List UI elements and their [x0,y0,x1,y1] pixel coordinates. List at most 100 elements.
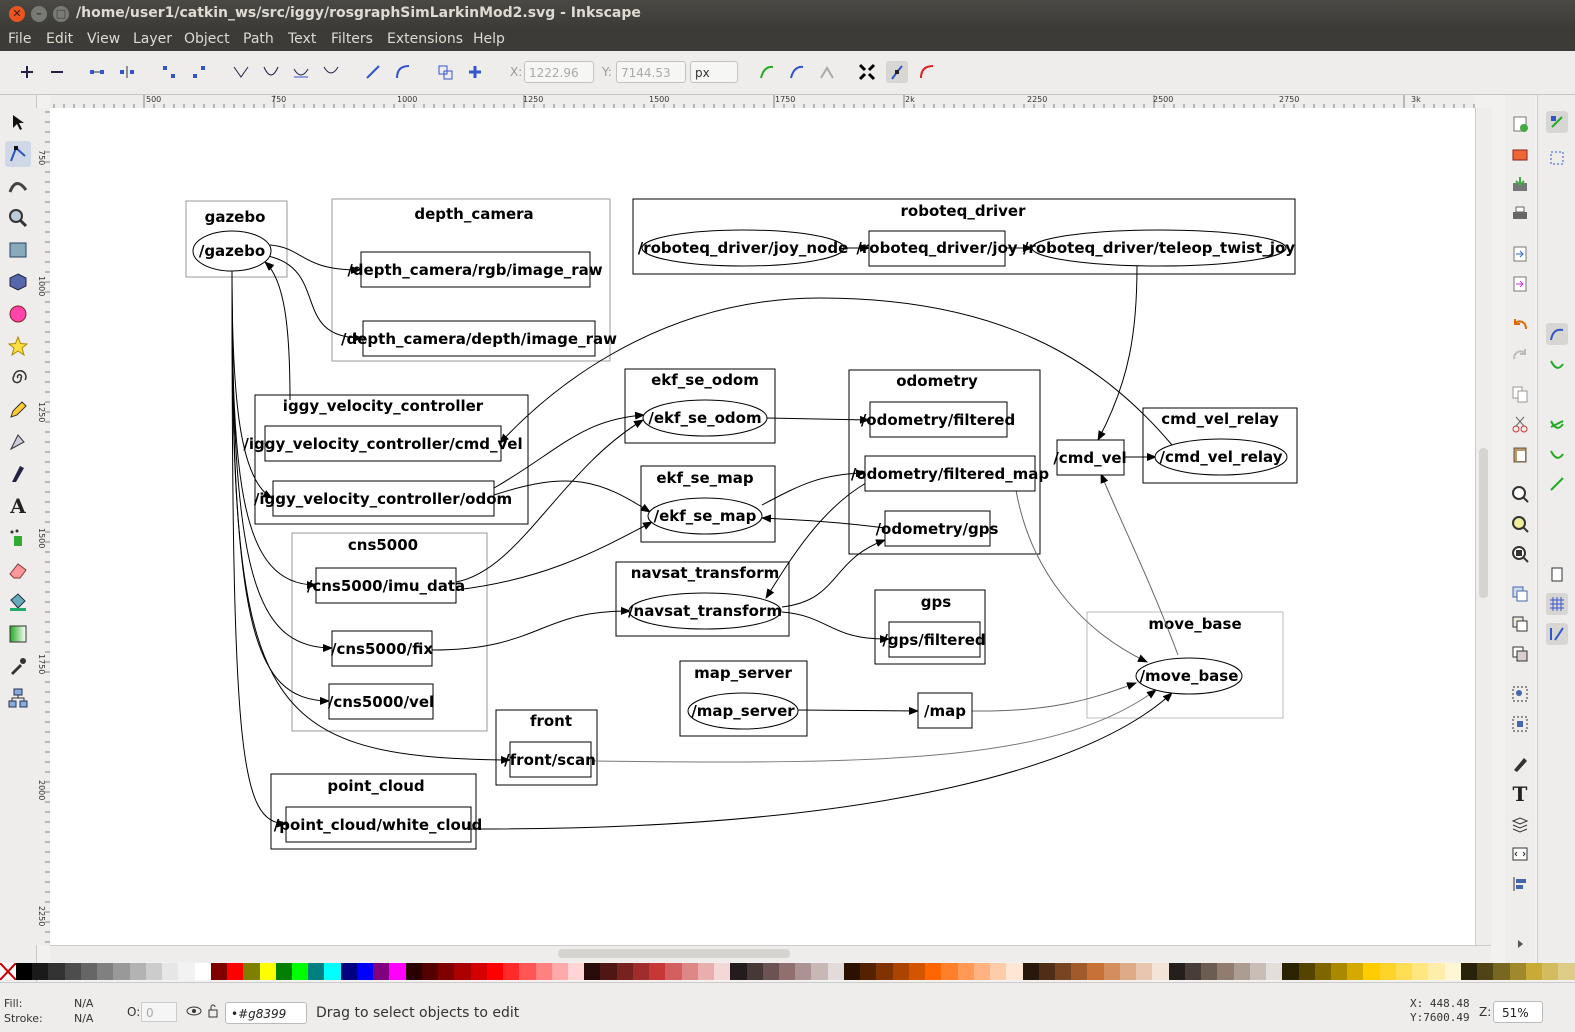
palette-swatch[interactable] [1477,963,1494,980]
palette-swatch[interactable] [1460,963,1478,980]
zoom-selection-icon[interactable] [1509,483,1531,505]
paste-icon[interactable] [1509,443,1531,465]
horizontal-scroll-thumb[interactable] [558,949,790,958]
palette-swatch[interactable] [243,963,260,980]
show-transform-handles-icon[interactable] [856,61,878,83]
fill-stroke-icon[interactable] [1509,753,1531,775]
align-distribute-icon[interactable] [1509,873,1531,895]
zoom-field[interactable]: 51% [1493,1001,1543,1023]
palette-swatch[interactable] [1330,963,1348,980]
segment-line-icon[interactable] [362,61,384,83]
palette-swatch[interactable] [64,963,81,980]
palette-swatch[interactable] [616,963,633,980]
palette-swatch[interactable] [600,963,617,980]
palette-swatch[interactable] [827,963,844,980]
cluster-depth-camera[interactable] [331,198,611,362]
topic-controller-odom[interactable] [272,480,495,517]
palette-swatch[interactable] [1347,963,1364,980]
palette-swatch[interactable] [356,963,374,980]
menu-file[interactable]: File [8,31,32,47]
palette-swatch[interactable] [567,963,585,980]
palette-swatch[interactable] [113,963,130,980]
palette-swatch[interactable] [1558,963,1575,980]
topic-white-cloud[interactable] [285,806,472,843]
palette-swatch[interactable] [16,963,33,980]
palette-swatch[interactable] [973,963,991,980]
snap-nodes-icon[interactable] [1546,323,1568,345]
minimize-window-button[interactable]: – [31,6,47,22]
vertical-scroll-thumb[interactable] [1479,448,1488,598]
palette-swatch[interactable] [779,963,796,980]
edge[interactable] [796,706,919,715]
vertical-scrollbar[interactable] [1475,108,1492,945]
topic-cmd-vel[interactable] [1056,439,1125,476]
selector-tool-icon[interactable] [5,109,31,135]
layers-icon[interactable] [1509,813,1531,835]
clone-icon[interactable] [1509,613,1531,635]
eraser-tool-icon[interactable] [5,557,31,583]
palette-swatch[interactable] [519,963,536,980]
star-tool-icon[interactable] [5,333,31,359]
zoom-drawing-icon[interactable] [1509,513,1531,535]
edit-clipping-path-icon[interactable] [786,61,808,83]
palette-swatch[interactable] [1103,963,1120,980]
palette-swatch[interactable] [1282,963,1299,980]
palette-swatch[interactable] [941,963,958,980]
topic-gps-filtered[interactable] [888,621,981,658]
cluster-gazebo[interactable] [185,200,288,278]
duplicate-icon[interactable] [1509,583,1531,605]
drawing-canvas[interactable]: gazebo depth_camera roboteq_driver iggy_… [50,108,1475,945]
palette-swatch[interactable] [649,963,666,980]
node-symmetric-icon[interactable] [290,61,312,83]
palette-swatch[interactable] [1022,963,1039,980]
cluster-move-base[interactable] [1086,611,1284,719]
palette-swatch[interactable] [762,963,780,980]
opacity-field[interactable]: 0 [141,1002,177,1022]
insert-node-icon[interactable] [16,61,38,83]
text-font-icon[interactable]: T [1512,782,1528,806]
object-to-path-icon[interactable] [434,61,456,83]
edge[interactable] [499,297,1173,446]
topic-odometry-filtered-map[interactable] [864,455,1036,492]
palette-swatch[interactable] [860,963,877,980]
palette-swatch[interactable] [1217,963,1234,980]
menu-layer[interactable]: Layer [133,31,173,47]
next-path-effect-param-icon[interactable] [756,61,778,83]
palette-swatch[interactable] [990,963,1007,980]
palette-swatch[interactable] [1379,963,1396,980]
text-tool-icon[interactable]: A [10,494,26,518]
palette-swatch[interactable] [210,963,228,980]
pen-tool-icon[interactable] [5,429,31,455]
palette-swatch[interactable] [1509,963,1526,980]
palette-swatch[interactable] [795,963,812,980]
rectangle-tool-icon[interactable] [5,237,31,263]
snap-smooth-icon[interactable] [1546,443,1568,465]
palette-swatch[interactable] [535,963,552,980]
edge[interactable] [231,270,511,764]
zoom-tool-icon[interactable] [5,205,31,231]
xml-editor-icon[interactable] [1509,843,1531,865]
cluster-navsat-transform[interactable] [615,561,790,637]
palette-swatch[interactable] [1071,963,1088,980]
menu-help[interactable]: Help [473,31,505,47]
no-paint-swatch[interactable] [0,962,17,981]
edge[interactable] [231,270,287,828]
topic-rgb-image-raw[interactable] [360,251,591,288]
palette-swatch[interactable] [1444,963,1461,980]
palette-swatch[interactable] [291,963,309,980]
snap-midpoint-icon[interactable] [1546,473,1568,495]
show-path-outline-icon[interactable] [916,61,938,83]
connector-tool-icon[interactable] [5,685,31,711]
palette-swatch[interactable] [665,963,682,980]
maximize-window-button[interactable]: □ [53,6,69,22]
menu-view[interactable]: View [87,31,121,47]
edge[interactable] [470,692,1173,830]
node-smooth-icon[interactable] [260,61,282,83]
palette-swatch[interactable] [470,963,487,980]
cluster-ekf-se-odom[interactable] [624,368,776,444]
node-map-server[interactable] [687,692,799,730]
palette-swatch[interactable] [486,963,504,980]
palette-swatch[interactable] [1298,963,1315,980]
node-cusp-icon[interactable] [230,61,252,83]
palette-swatch[interactable] [1525,963,1543,980]
